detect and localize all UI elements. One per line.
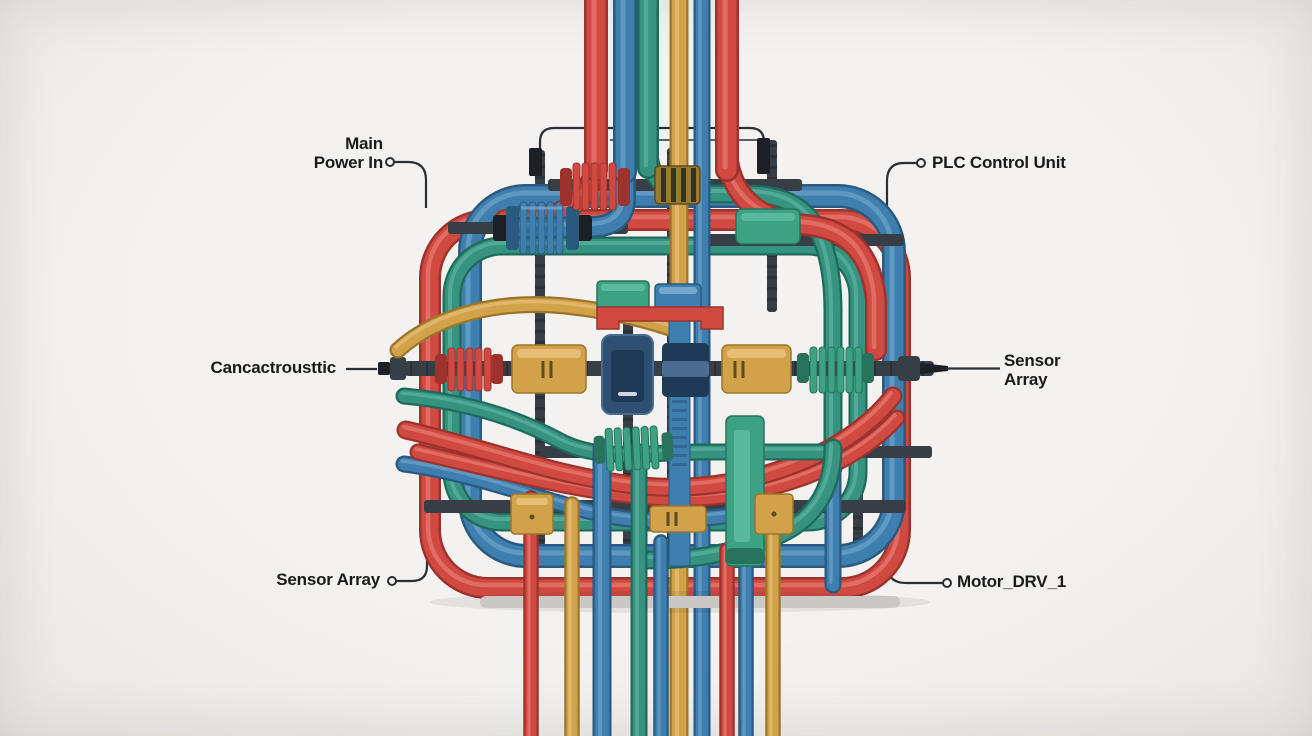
- green-ribbed-connector-right: [797, 346, 874, 394]
- gold-connector-bottom-center: [649, 505, 707, 533]
- red-ribbed-connector-left: [435, 347, 503, 392]
- blue-ribbed-connector: [493, 201, 592, 255]
- callout-motor-drv-1: Motor_DRV_1: [957, 572, 1066, 591]
- red-ribbed-connector-top: [560, 162, 630, 211]
- callout-dot-main-power-in: [385, 157, 395, 167]
- teal-cube-connector: [596, 280, 650, 314]
- rail-plug-left: [378, 362, 390, 375]
- leader-main-power-in: [392, 160, 428, 208]
- callout-sensor-array-right-line1: Sensor: [1004, 351, 1061, 370]
- gold-box-bottom-right: [754, 493, 794, 535]
- gold-box-left: [511, 344, 587, 394]
- navy-coupler: [662, 343, 709, 397]
- callout-main-power-in-line2: Power In: [313, 153, 383, 172]
- callout-sensor-array-right: Sensor Array: [1004, 351, 1061, 389]
- wire-plug-right: [757, 138, 770, 174]
- green-box-connector-top: [735, 208, 801, 245]
- gold-box-marks: [541, 361, 553, 378]
- navy-device: [601, 334, 654, 415]
- gold-box-marks: [733, 361, 745, 378]
- callout-cancactrousttic: Cancactrousttic: [210, 358, 337, 377]
- teal-tall-box: [725, 415, 765, 567]
- leader-plc-control-unit: [885, 161, 918, 298]
- gold-box-right: [721, 344, 792, 394]
- red-clamp-bracket: [596, 306, 724, 330]
- callout-sensor-array-bottom: Sensor Array: [276, 570, 380, 589]
- brass-connector-top: [654, 165, 701, 205]
- callout-main-power-in-line1: Main: [345, 134, 383, 153]
- green-ribbed-connector-bottom: [593, 425, 674, 472]
- callout-dot-sensor-array-bottom: [387, 576, 397, 586]
- callout-dot-motor-drv-1: [942, 578, 952, 588]
- gold-box-bottom-left: [510, 493, 554, 535]
- callout-dot-plc-control-unit: [916, 158, 926, 168]
- callout-sensor-array-right-line2: Array: [1004, 370, 1048, 389]
- leader-lines: [346, 157, 1000, 588]
- callout-plc-control-unit: PLC Control Unit: [932, 153, 1066, 172]
- wire-plug-left: [529, 148, 542, 176]
- harness-shadow: [430, 591, 930, 613]
- leader-sensor-array-bottom: [395, 462, 429, 583]
- rail-plug-right: [920, 363, 948, 374]
- callout-main-power-in: Main Power In: [314, 134, 383, 172]
- connectors: [435, 162, 874, 567]
